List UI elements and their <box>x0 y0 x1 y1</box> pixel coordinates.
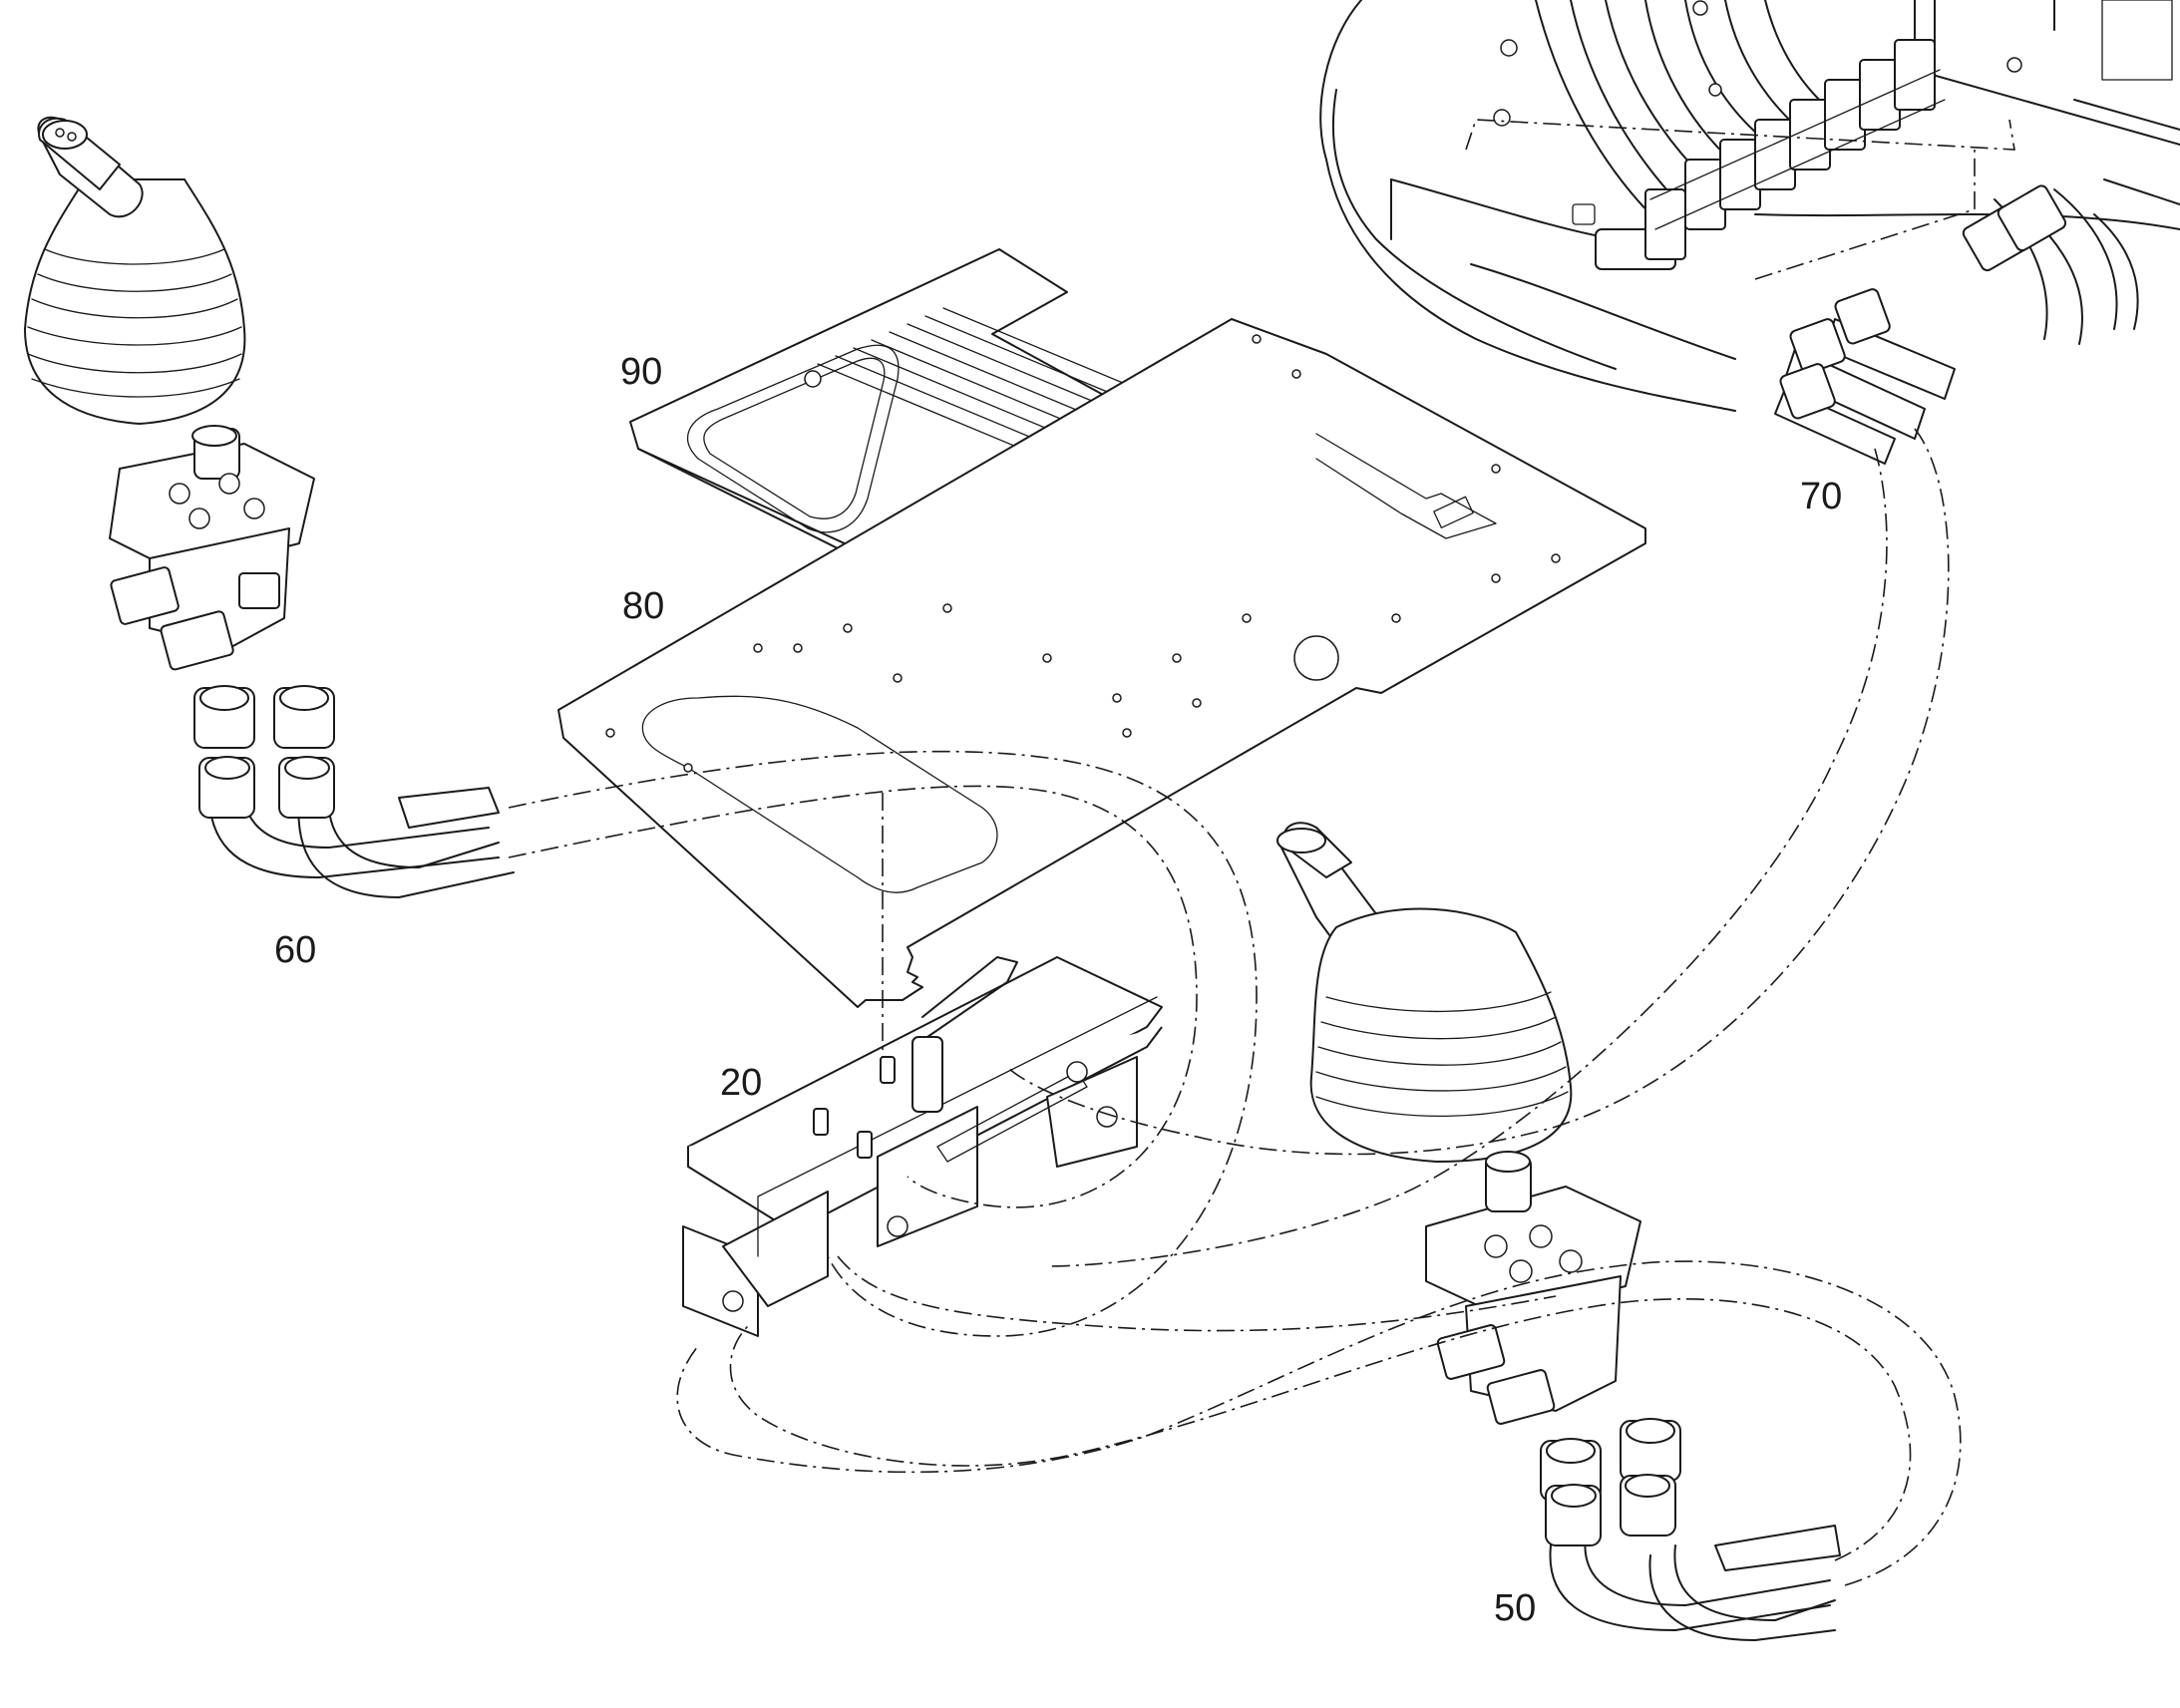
machine-hose-ends <box>1962 184 2139 345</box>
callout-70: 70 <box>1800 476 1842 517</box>
right-hose-set-50 <box>1540 1418 1841 1641</box>
callout-20: 20 <box>720 1062 762 1104</box>
callout-90: 90 <box>620 351 662 393</box>
callout-80: 80 <box>622 585 664 627</box>
control-valve-bracket-20 <box>682 956 1163 1337</box>
floor-plate-80 <box>557 318 1646 1008</box>
left-joystick <box>24 116 315 671</box>
right-joystick <box>1276 822 1641 1425</box>
hose-routing-lines <box>508 428 1962 1586</box>
left-hose-set-60 <box>193 685 515 898</box>
callout-labels: 90 80 70 60 20 50 <box>274 351 1842 1629</box>
machine-frame <box>1319 0 2180 412</box>
callout-50: 50 <box>1494 1587 1536 1629</box>
callout-60: 60 <box>274 929 316 971</box>
hose-connectors-70 <box>1774 288 1956 465</box>
